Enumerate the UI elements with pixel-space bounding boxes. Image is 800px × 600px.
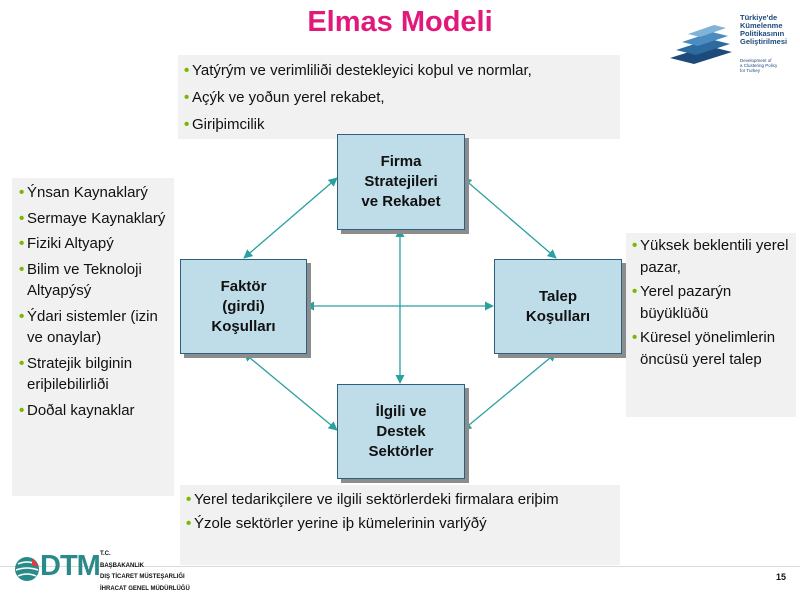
firm-strategy-box: Firma Stratejileri ve Rekabet xyxy=(337,134,465,230)
list-item: Yerel tedarikçilere ve ilgili sektörlerd… xyxy=(186,489,620,511)
globe-icon xyxy=(15,557,39,581)
arrow-firma-faktor xyxy=(243,177,338,259)
list-item: Stratejik bilginin eriþilebilirliði xyxy=(19,353,170,396)
arrow-faktor-ilgili xyxy=(243,352,338,431)
stacked-layers-icon xyxy=(670,25,732,64)
list-item: Açýk ve yoðun yerel rekabet, xyxy=(184,84,620,111)
list-item: Yatýrým ve verimliliði destekleyici koþu… xyxy=(184,57,620,84)
ministry-name: T.C. BAŞBAKANLIK DIŞ TİCARET MÜSTEŞARLIĞ… xyxy=(100,551,190,592)
demand-conditions-box: Talep Koşulları xyxy=(494,259,622,354)
demand-conditions-panel: Yüksek beklentili yerel pazar, Yerel paz… xyxy=(626,233,796,417)
clustering-policy-logo: Türkiye'de Kümelenme Politikasının Geliş… xyxy=(668,8,796,78)
related-sectors-box: İlgili ve Destek Sektörler xyxy=(337,384,465,479)
list-item: Küresel yönelimlerin öncüsü yerel talep xyxy=(632,327,792,371)
dtm-logo: DTM xyxy=(12,550,101,584)
arrow-talep-ilgili xyxy=(462,352,557,431)
list-item: Yerel pazarýn büyüklüðü xyxy=(632,281,792,325)
list-item: Ýzole sektörler yerine iþ kümelerinin va… xyxy=(186,513,620,535)
list-item: Giriþimcilik xyxy=(184,111,620,138)
dtm-logo-text: DTM xyxy=(40,550,101,582)
related-sectors-panel: Yerel tedarikçilere ve ilgili sektörlerd… xyxy=(180,485,620,565)
firm-strategy-factors-panel: Yatýrým ve verimliliði destekleyici koþu… xyxy=(178,55,620,139)
slide-title: Elmas Modeli xyxy=(307,6,493,38)
factor-conditions-box: Faktör (girdi) Koşulları xyxy=(180,259,307,354)
list-item: Yüksek beklentili yerel pazar, xyxy=(632,235,792,279)
list-item: Ýdari sistemler (izin ve onaylar) xyxy=(19,306,170,349)
list-item: Doðal kaynaklar xyxy=(19,400,170,422)
footer-divider xyxy=(0,566,800,567)
page-number: 15 xyxy=(776,572,787,582)
logo-subtitle: Development of a Clustering Policy for T… xyxy=(740,58,778,73)
logo-title: Türkiye'de Kümelenme Politikasının Geliş… xyxy=(740,13,788,46)
list-item: Fiziki Altyapý xyxy=(19,233,170,255)
list-item: Sermaye Kaynaklarý xyxy=(19,208,170,230)
list-item: Ýnsan Kaynaklarý xyxy=(19,182,170,204)
list-item: Bilim ve Teknoloji Altyapýsý xyxy=(19,259,170,302)
arrow-firma-talep xyxy=(462,177,557,259)
factor-conditions-panel: Ýnsan Kaynaklarý Sermaye Kaynaklarý Fizi… xyxy=(12,178,174,496)
